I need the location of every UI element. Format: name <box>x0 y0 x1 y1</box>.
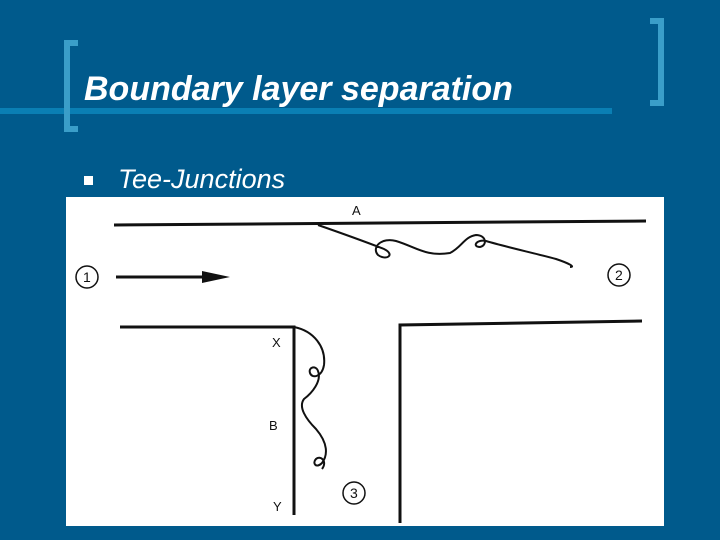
bullet-square-icon <box>84 176 93 185</box>
top-separation-eddies <box>317 224 574 268</box>
label-a: A <box>352 203 361 218</box>
flow-arrow-head-icon <box>202 271 230 283</box>
slide-title: Boundary layer separation <box>84 70 513 108</box>
branch-separation-eddies <box>293 326 327 470</box>
bullet-text: Tee-Junctions <box>118 164 286 194</box>
tee-junction-diagram: A 1 2 X B Y 3 <box>66 197 664 526</box>
outlet-branch-marker-icon <box>342 481 366 505</box>
label-inlet: 1 <box>83 269 91 285</box>
title-underline <box>0 108 612 114</box>
outlet-straight-marker-icon <box>607 263 631 287</box>
right-bracket-decoration <box>650 18 664 106</box>
branch-left-wall <box>120 325 296 515</box>
label-outlet-straight: 2 <box>615 267 623 283</box>
top-wall <box>113 219 647 227</box>
label-x: X <box>272 335 281 350</box>
inlet-marker-icon <box>75 265 99 289</box>
label-b: B <box>269 418 278 433</box>
left-bracket-decoration <box>64 40 78 132</box>
branch-right-wall <box>398 319 643 523</box>
label-y: Y <box>273 499 282 514</box>
tee-junction-svg: A 1 2 X B Y 3 <box>75 203 647 523</box>
label-outlet-branch: 3 <box>350 485 358 501</box>
